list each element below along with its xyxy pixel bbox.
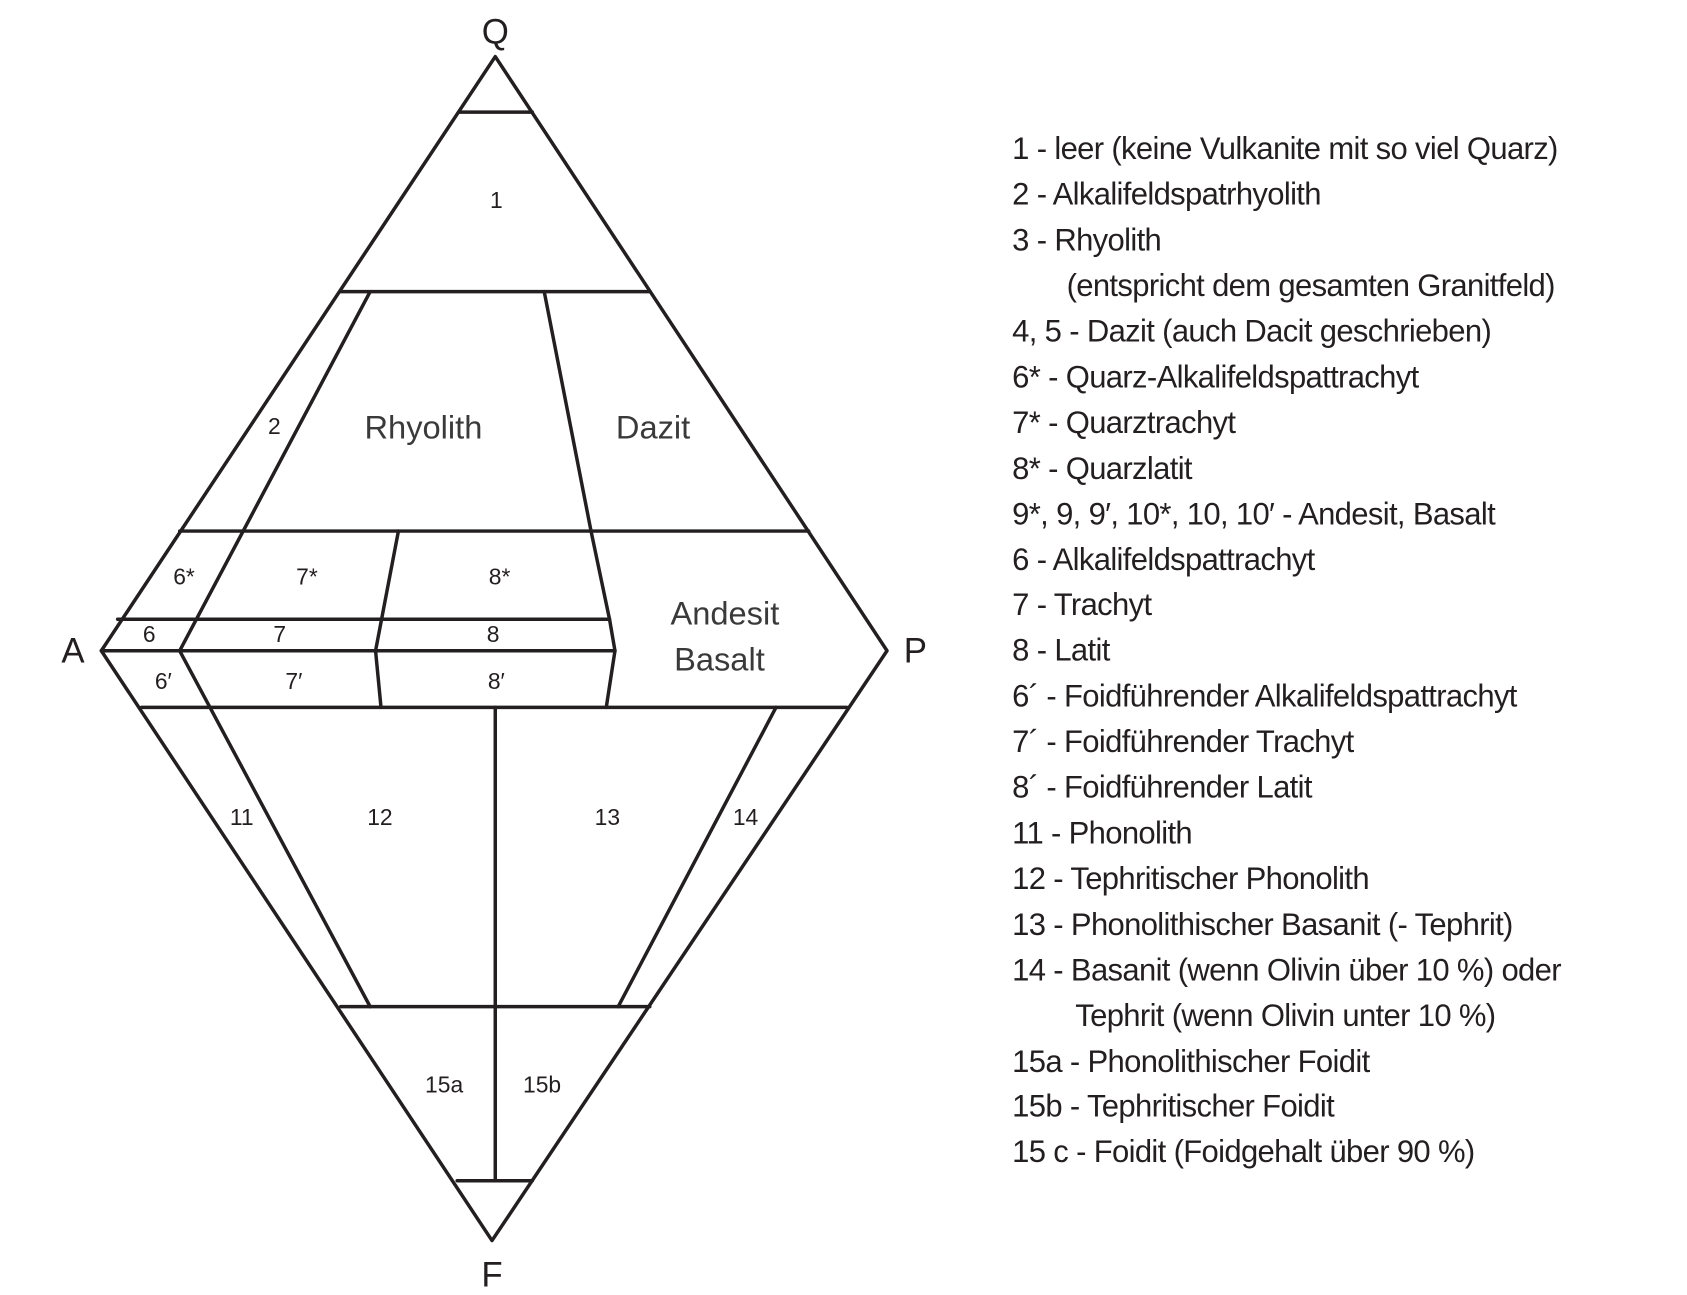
rhyolith-dazit-boundary — [542, 289, 617, 710]
legend-item: 6´ - Foidführender Alkalifeldspattrachyt — [1012, 678, 1518, 713]
legend-item: (entspricht dem gesamten Granitfeld) — [1067, 268, 1555, 303]
field-8-star: 8* — [489, 563, 511, 589]
field-8-prime: 8′ — [488, 668, 505, 694]
field-14: 14 — [733, 804, 759, 830]
alkali-boundary — [177, 289, 372, 1009]
legend-item: 12 - Tephritischer Phonolith — [1012, 861, 1369, 896]
field-basalt: Basalt — [674, 640, 765, 677]
field-7-prime: 7′ — [285, 668, 302, 694]
legend-item: 8´ - Foidführender Latit — [1012, 770, 1313, 805]
field-7-star: 7* — [296, 563, 318, 589]
legend-item: 4, 5 - Dazit (auch Dacit geschrieben) — [1012, 314, 1491, 349]
legend-item: 15 c - Foidit (Foidgehalt über 90 %) — [1012, 1134, 1474, 1169]
legend-item: 9*, 9, 9′, 10*, 10, 10′ - Andesit, Basal… — [1012, 497, 1496, 532]
field-rhyolith: Rhyolith — [365, 409, 483, 446]
legend: 1 - leer (keine Vulkanite mit so viel Qu… — [1012, 131, 1562, 1169]
field-12: 12 — [367, 804, 392, 830]
field-andesit: Andesit — [670, 595, 779, 632]
legend-item: 7´ - Foidführender Trachyt — [1012, 724, 1354, 759]
diamond-outline — [99, 54, 889, 1243]
vertex-a: A — [61, 632, 85, 671]
legend-item: 1 - leer (keine Vulkanite mit so viel Qu… — [1012, 131, 1558, 166]
legend-item: 15b - Tephritischer Foidit — [1012, 1089, 1335, 1124]
legend-item: 3 - Rhyolith — [1012, 222, 1161, 257]
vertex-f: F — [481, 1255, 502, 1294]
field-15a: 15a — [425, 1072, 463, 1098]
field-6: 6 — [143, 621, 156, 647]
diagram-lines — [99, 54, 889, 1243]
legend-item: 15a - Phonolithischer Foidit — [1012, 1044, 1370, 1079]
field-11: 11 — [230, 804, 254, 830]
field-6-prime: 6′ — [155, 668, 172, 694]
legend-item: 8 - Latit — [1012, 633, 1111, 668]
tephrit-boundary — [616, 705, 778, 1009]
field-6-star: 6* — [173, 563, 195, 589]
legend-item: 8* - Quarzlatit — [1012, 451, 1193, 486]
legend-item: 13 - Phonolithischer Basanit (- Tephrit) — [1012, 907, 1513, 942]
legend-item: 2 - Alkalifeldspatrhyolith — [1012, 177, 1321, 212]
legend-item: 11 - Phonolith — [1012, 815, 1192, 850]
legend-item: 7 - Trachyt — [1012, 587, 1152, 622]
legend-item: 7* - Quarztrachyt — [1012, 405, 1236, 440]
field-dazit: Dazit — [616, 409, 690, 446]
legend-item: 6 - Alkalifeldspattrachyt — [1012, 542, 1315, 577]
legend-item: Tephrit (wenn Olivin unter 10 %) — [1075, 998, 1495, 1033]
trachyt-latit-boundary — [373, 529, 401, 710]
field-15b: 15b — [523, 1072, 561, 1098]
vertex-p: P — [904, 632, 927, 671]
field-2: 2 — [268, 413, 281, 439]
field-1: 1 — [490, 187, 503, 213]
field-7: 7 — [273, 621, 286, 647]
field-13: 13 — [595, 804, 620, 830]
legend-item: 6* - Quarz-Alkalifeldspattrachyt — [1012, 359, 1419, 394]
legend-item: 14 - Basanit (wenn Olivin über 10 %) ode… — [1012, 953, 1561, 988]
field-8: 8 — [487, 621, 500, 647]
vertex-q: Q — [482, 13, 509, 52]
